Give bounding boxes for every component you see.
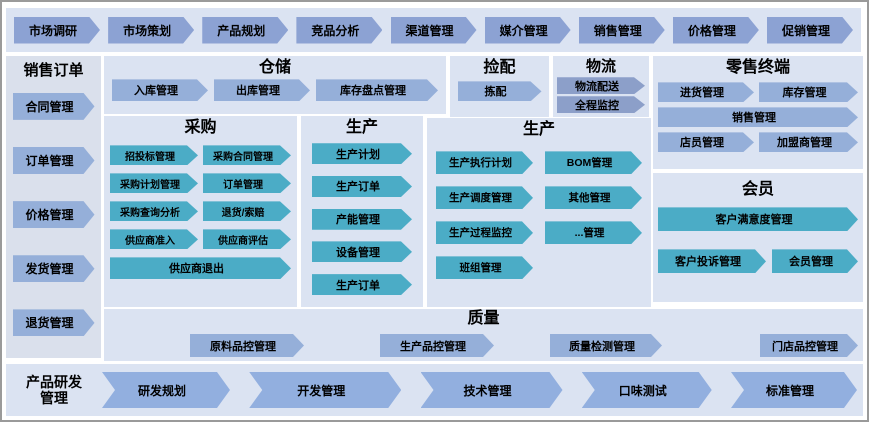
panel-production-exec: 生产 生产执行计划 BOM管理 生产调度管理 其他管理 生产过程监控 ...管理…	[427, 118, 651, 307]
process-step: 生产调度管理	[436, 186, 533, 209]
process-step: 班组管理	[436, 256, 533, 279]
process-step: 销售管理	[658, 107, 858, 127]
process-step: 生产过程监控	[436, 221, 533, 244]
process-step: 设备管理	[312, 241, 412, 262]
process-step: 客户投诉管理	[658, 249, 766, 273]
process-step: 采购合同管理	[203, 145, 291, 165]
process-step: 物流配送	[557, 77, 645, 94]
rnd-title-line2: 管理	[40, 390, 68, 406]
panel-title: 产品研发 管理	[6, 374, 102, 406]
panel-production-plan: 生产 生产计划 生产订单 产能管理 设备管理 生产订单	[301, 116, 423, 307]
panel-title: 销售订单	[23, 62, 84, 79]
process-step: 开发管理	[249, 372, 401, 408]
panel-retail: 零售终端 进货管理 库存管理 销售管理 店员管理 加盟商管理	[653, 56, 863, 169]
process-step: 客户满意度管理	[658, 207, 858, 231]
panel-title: 质量	[467, 310, 500, 327]
panel-title: 物流	[585, 58, 616, 75]
process-step: 加盟商管理	[759, 132, 858, 152]
process-step: 市场调研	[14, 17, 100, 44]
process-step: 产能管理	[312, 209, 412, 230]
process-step: 进货管理	[658, 82, 754, 102]
process-step: 库存管理	[759, 82, 858, 102]
process-step: 口味测试	[582, 372, 712, 408]
process-step: 入库管理	[112, 79, 208, 101]
process-step: 供应商准入	[110, 229, 198, 249]
process-step: 订单管理	[203, 173, 291, 193]
process-step: 价格管理	[13, 201, 95, 228]
process-step: 产品规划	[202, 17, 288, 44]
process-step: 标准管理	[731, 372, 857, 408]
process-step: 供应商退出	[110, 257, 291, 279]
process-step: 生产品控管理	[380, 334, 494, 357]
process-step: 会员管理	[772, 249, 858, 273]
process-step: 生产执行计划	[436, 151, 533, 174]
process-step: 库存盘点管理	[316, 79, 438, 101]
process-step: 门店品控管理	[760, 334, 858, 357]
band-marketing: 市场调研 市场策划 产品规划 竞品分析 渠道管理 媒介管理 销售管理 价格管理 …	[6, 8, 861, 52]
process-step: 全程监控	[557, 96, 645, 113]
process-step: 渠道管理	[391, 17, 477, 44]
process-step: 店员管理	[658, 132, 754, 152]
panel-sales-order: 销售订单 合同管理 订单管理 价格管理 发货管理 退货管理	[6, 56, 101, 358]
panel-procurement: 采购 招投标管理 采购合同管理 采购计划管理 订单管理 采购查询分析 退货/索赔…	[104, 116, 297, 307]
process-step: 媒介管理	[485, 17, 571, 44]
process-step: 招投标管理	[110, 145, 198, 165]
process-step: 合同管理	[13, 93, 95, 120]
process-step: 研发规划	[102, 372, 230, 408]
process-step: 发货管理	[13, 255, 95, 282]
process-step: 采购计划管理	[110, 173, 198, 193]
process-step: 技术管理	[421, 372, 563, 408]
process-step: 原料品控管理	[190, 334, 304, 357]
process-step: 退货/索赔	[203, 201, 291, 221]
process-step: 拣配	[458, 81, 542, 101]
panel-title: 生产	[522, 121, 555, 138]
process-step: BOM管理	[545, 151, 642, 174]
process-step: 生产订单	[312, 176, 412, 197]
panel-title: 会员	[741, 181, 774, 198]
process-step: 出库管理	[214, 79, 310, 101]
process-step: 订单管理	[13, 147, 95, 174]
panel-quality: 质量 原料品控管理 生产品控管理 质量检测管理 门店品控管理	[104, 309, 863, 361]
panel-title: 零售终端	[725, 59, 790, 76]
panel-picking: 捡配 拣配	[450, 56, 549, 117]
panel-title: 捡配	[483, 59, 516, 76]
panel-warehouse: 仓储 入库管理 出库管理 库存盘点管理	[104, 56, 446, 114]
process-step: 促销管理	[767, 17, 853, 44]
panel-title: 采购	[184, 119, 217, 136]
rnd-title-line1: 产品研发	[26, 373, 82, 390]
panel-title: 生产	[345, 119, 378, 136]
process-step: 生产订单	[312, 274, 412, 295]
process-step: 销售管理	[579, 17, 665, 44]
process-step: 质量检测管理	[550, 334, 662, 357]
panel-logistics: 物流 物流配送 全程监控	[553, 56, 649, 117]
process-step: 市场策划	[108, 17, 194, 44]
process-step: 生产计划	[312, 143, 412, 164]
process-step: ...管理	[545, 221, 642, 244]
process-step: 供应商评估	[203, 229, 291, 249]
process-step: 价格管理	[673, 17, 759, 44]
process-step: 竞品分析	[296, 17, 382, 44]
panel-title: 仓储	[258, 59, 291, 76]
process-step: 退货管理	[13, 309, 95, 336]
band-rnd: 产品研发 管理 研发规划 开发管理 技术管理 口味测试 标准管理	[6, 364, 863, 416]
process-step: 采购查询分析	[110, 201, 198, 221]
process-step: 其他管理	[545, 186, 642, 209]
panel-membership: 会员 客户满意度管理 客户投诉管理 会员管理	[653, 173, 863, 302]
